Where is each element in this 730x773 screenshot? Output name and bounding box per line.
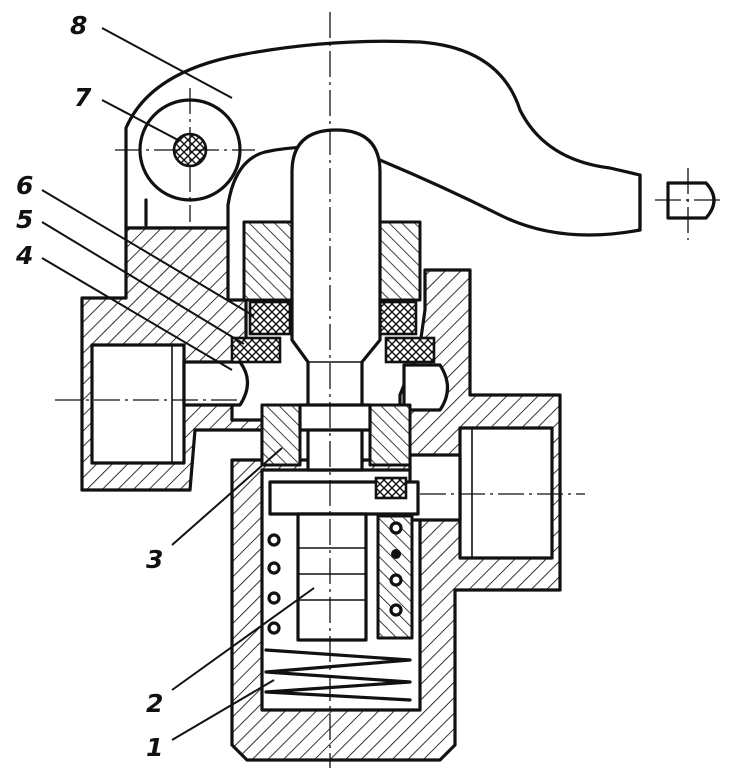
callout-labels: 8 7 6 5 4 3 2 1 [15,11,163,762]
leader-lines [41,27,315,741]
callout-1: 1 [146,733,163,762]
spring-part-1 [264,521,412,702]
plunger-stem [290,128,382,472]
center-lines [55,12,722,768]
callout-2: 2 [146,689,163,718]
lever-tip-detail [666,181,716,220]
valve-disc-part-2 [268,476,420,642]
callout-4: 4 [15,241,33,270]
valve-seat-part-3 [260,403,412,467]
callout-5: 5 [16,205,33,234]
callout-3: 3 [146,545,163,574]
callout-7: 7 [74,83,92,112]
callout-8: 8 [70,11,87,40]
callout-6: 6 [16,171,33,200]
